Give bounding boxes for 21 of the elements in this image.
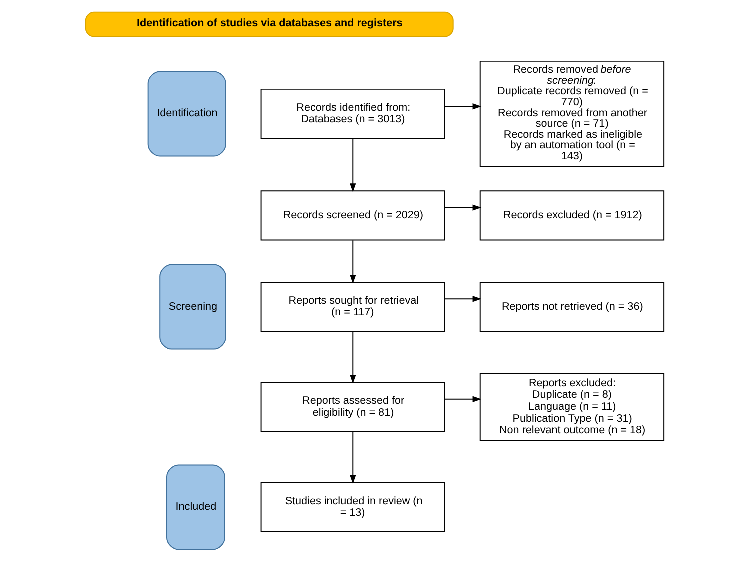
node-box: Records screened (n = 2029) [260,190,446,241]
arrow [444,396,482,402]
node-box: Reports not retrieved (n = 36) [480,282,665,332]
arrow [444,104,482,110]
node-box: Identification of studies via databases and registers [85,12,454,38]
arrow [350,240,356,284]
arrow [350,432,356,484]
arrow [444,204,482,211]
node-box: Identification [148,71,226,157]
node-box: Screening [160,264,226,350]
arrow [350,331,356,384]
node-box: Records removed before screening: Duplicate records removed (n = 770) Records removed from another source (n = 71) Records marked as ineligible by an automation tool (n = 143) [480,60,665,168]
node-box: Included [166,464,226,550]
node-box: Records identified from: Databases (n = 3013) [260,88,446,140]
node-box: Reports excluded: Duplicate (n = 8) Language (n = 11) Publication Type (n = 31) Non relevant outcome (n = 18) [480,373,665,442]
arrow [444,296,482,302]
node-box: Reports assessed for eligibility (n = 81) [260,382,446,432]
node-box: Studies included in review (n = 13) [260,482,446,532]
arrow [350,138,356,192]
node-box: Records excluded (n = 1912) [480,190,665,241]
node-box: Reports sought for retrieval (n = 117) [260,282,446,332]
